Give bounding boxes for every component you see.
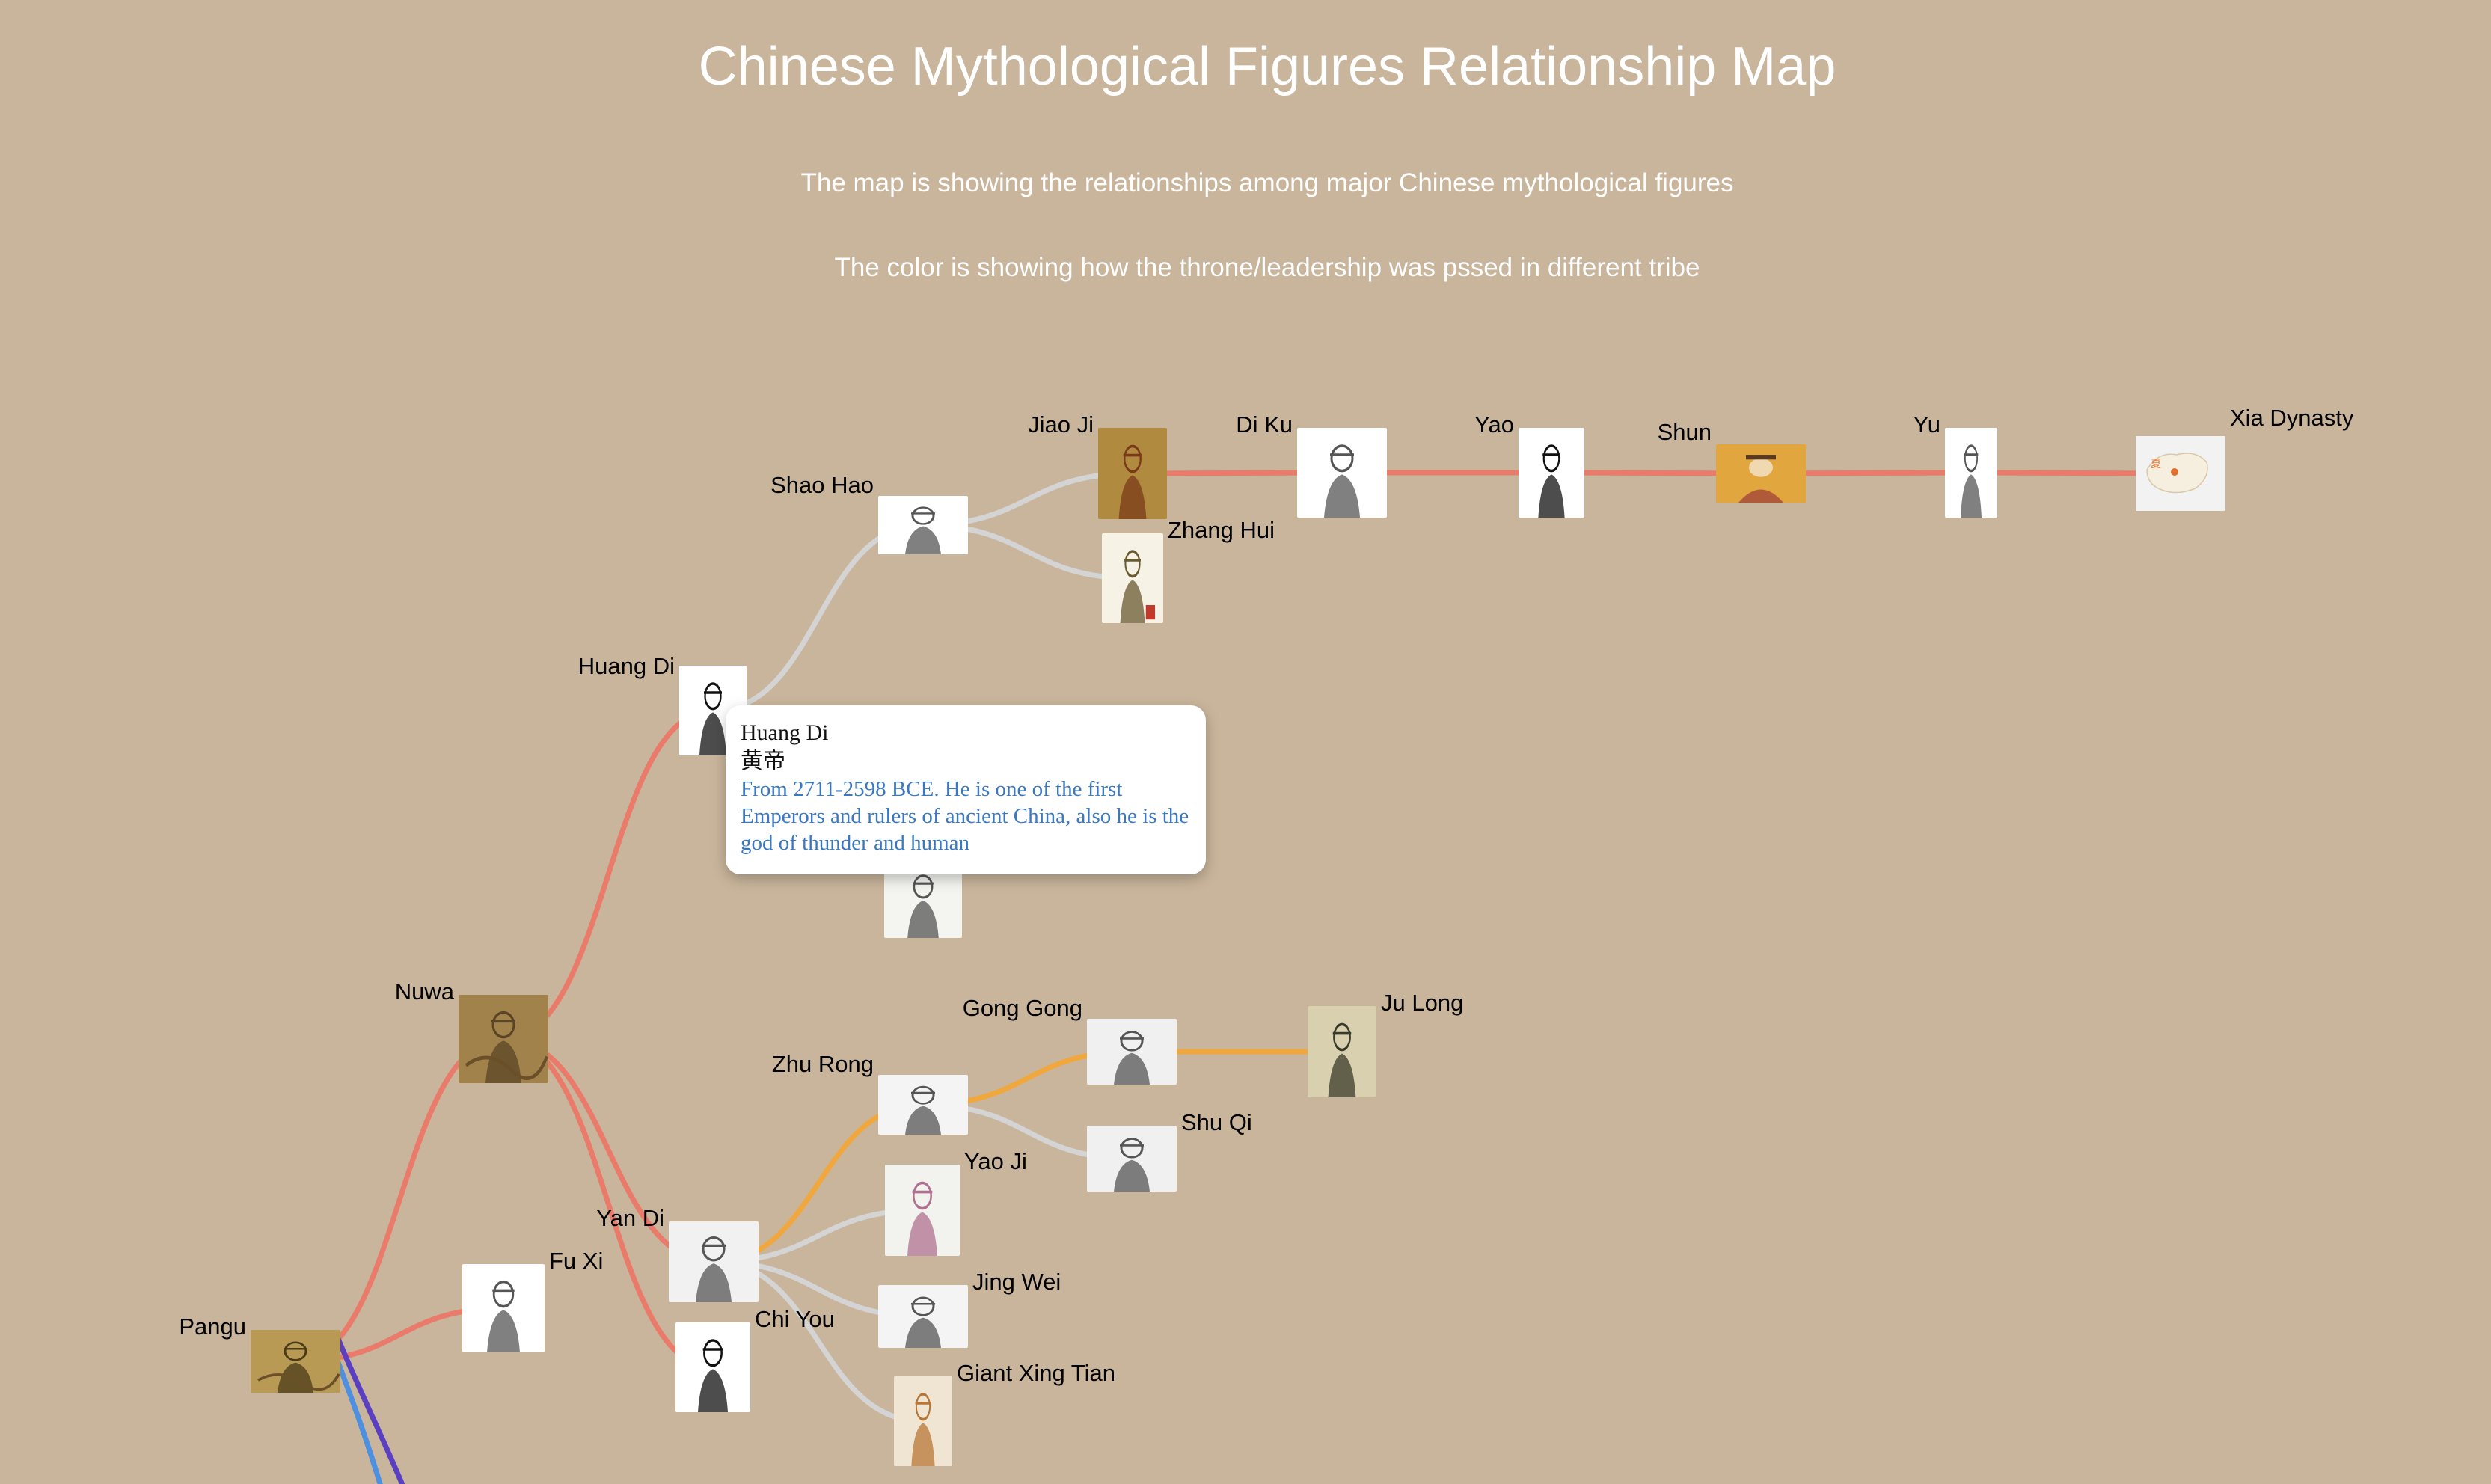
ju-long-portrait — [1308, 1006, 1376, 1097]
node-label: Zhang Hui — [1168, 517, 1275, 543]
pangu-branch-purple-edge — [335, 1337, 405, 1484]
node-label: Jing Wei — [972, 1269, 1061, 1295]
node-pangu[interactable]: Pangu — [179, 1313, 340, 1393]
chi-you-portrait — [675, 1322, 750, 1412]
jiao-ji-portrait — [1098, 428, 1167, 519]
node-zhanghui[interactable]: Zhang Hui — [1102, 517, 1275, 623]
zhang-hui-portrait — [1102, 533, 1163, 623]
shun-portrait — [1716, 444, 1806, 503]
node-label: Ju Long — [1381, 990, 1464, 1016]
node-label: Yao — [1474, 411, 1514, 438]
yao-ji-portrait — [885, 1165, 960, 1256]
node-label: Pangu — [179, 1313, 246, 1340]
node-label: Yao Ji — [964, 1148, 1027, 1174]
shu-qi-portrait — [1087, 1126, 1177, 1192]
subtitle-color-legend: The color is showing how the throne/lead… — [834, 253, 1700, 282]
node-label: Yu — [1913, 411, 1940, 438]
node-zhurong[interactable]: Zhu Rong — [772, 1051, 968, 1135]
node-label: Giant Xing Tian — [957, 1360, 1115, 1386]
nuwa-portrait — [459, 995, 548, 1083]
node-diku[interactable]: Di Ku — [1236, 411, 1387, 518]
node-label: Jiao Ji — [1028, 411, 1094, 438]
node-label: Nuwa — [394, 978, 454, 1005]
shao-hao-portrait — [878, 496, 968, 554]
node-fuxi[interactable]: Fu Xi — [462, 1248, 603, 1352]
gong-gong-portrait — [1087, 1019, 1177, 1085]
node-label: Zhu Rong — [771, 1051, 874, 1077]
yao-portrait — [1519, 428, 1584, 518]
node-label: Xia Dynasty — [2230, 405, 2354, 431]
tooltip-description: From 2711-2598 BCE. He is one of the fir… — [741, 777, 1189, 855]
node-chiyou[interactable]: Chi You — [675, 1306, 835, 1412]
page-title: Chinese Mythological Figures Relationshi… — [698, 37, 1836, 96]
edge-layer — [295, 470, 2181, 1424]
node-xia[interactable]: 夏 Xia Dynasty — [2136, 405, 2353, 511]
node-label: Chi You — [755, 1306, 835, 1332]
xing-tian-portrait — [894, 1376, 952, 1466]
zhu-rong-portrait — [878, 1075, 968, 1135]
pangu-portrait — [251, 1330, 340, 1393]
node-label: Fu Xi — [549, 1248, 604, 1274]
node-yu[interactable]: Yu — [1914, 411, 1997, 518]
node-label: Yan Di — [596, 1205, 664, 1231]
node-yaoji[interactable]: Yao Ji — [885, 1148, 1027, 1256]
subtitle-relationships: The map is showing the relationships amo… — [800, 168, 1734, 197]
svg-text:夏: 夏 — [2151, 459, 2161, 470]
jing-wei-portrait — [878, 1285, 968, 1348]
node-yandi[interactable]: Yan Di — [596, 1205, 759, 1302]
tooltip-name: Huang Di — [741, 720, 829, 745]
node-nuwa[interactable]: Nuwa — [395, 978, 548, 1083]
yu-portrait — [1945, 428, 1997, 518]
node-shuqi[interactable]: Shu Qi — [1087, 1109, 1252, 1192]
node-xingtian[interactable]: Giant Xing Tian — [894, 1360, 1115, 1466]
tooltip-chinese-name: 黄帝 — [741, 748, 785, 774]
node-tooltip: Huang Di 黄帝 From 2711-2598 BCE. He is on… — [726, 705, 1206, 874]
fu-xi-portrait — [462, 1264, 545, 1352]
node-label: Shun — [1657, 419, 1712, 445]
node-jingwei[interactable]: Jing Wei — [878, 1269, 1061, 1348]
node-shun[interactable]: Shun — [1658, 419, 1806, 503]
node-gonggong[interactable]: Gong Gong — [963, 995, 1177, 1085]
node-label: Di Ku — [1236, 411, 1293, 438]
yan-di-portrait — [669, 1221, 759, 1302]
node-label: Gong Gong — [962, 995, 1082, 1021]
node-julong[interactable]: Ju Long — [1308, 990, 1463, 1097]
node-label: Shao Hao — [770, 472, 874, 498]
xia-dynasty-map: 夏 — [2136, 436, 2225, 511]
node-jiaoji[interactable]: Jiao Ji — [1028, 411, 1167, 519]
node-yao[interactable]: Yao — [1474, 411, 1584, 518]
node-shaohao[interactable]: Shao Hao — [770, 472, 968, 554]
node-label: Huang Di — [577, 653, 675, 679]
di-ku-portrait — [1297, 428, 1387, 518]
edge-nuwa-huangdi — [503, 708, 714, 1042]
node-label: Shu Qi — [1181, 1109, 1252, 1135]
